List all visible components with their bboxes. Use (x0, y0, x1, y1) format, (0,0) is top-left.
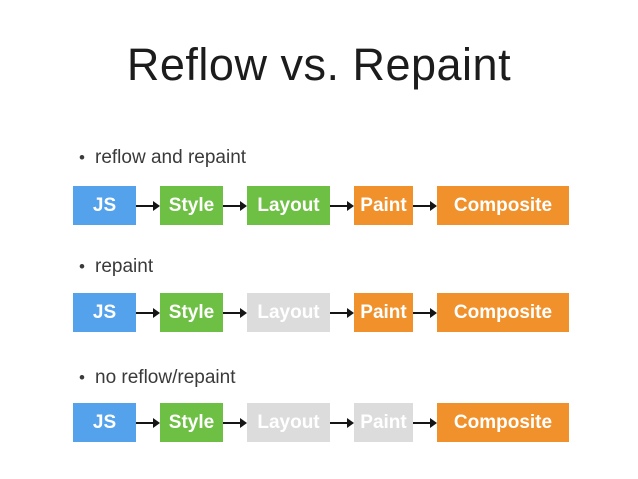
arrow-right-icon (136, 200, 160, 211)
bullet-icon: • (79, 368, 85, 387)
arrow-right-icon (413, 307, 437, 318)
stage-box-paint: Paint (354, 403, 413, 442)
arrow-right-icon (413, 417, 437, 428)
arrow-right-icon (413, 200, 437, 211)
bullet-line: • no reflow/repaint (73, 366, 638, 390)
bullet-label: repaint (95, 256, 154, 277)
slide-title: Reflow vs. Repaint (126, 39, 512, 90)
stage-box-paint: Paint (354, 293, 413, 332)
stage-box-paint: Paint (354, 186, 413, 225)
arrow-right-icon (223, 200, 247, 211)
pipeline-row: JS Style Layout Paint Composite (73, 186, 638, 225)
pipeline-row: JS Style Layout Paint Composite (73, 293, 638, 332)
bullet-line: • repaint (73, 255, 638, 279)
stage-box-style: Style (160, 403, 223, 442)
stage-box-js: JS (73, 403, 136, 442)
bullet-icon: • (79, 257, 85, 276)
bullet-line: • reflow and repaint (73, 146, 638, 170)
stage-box-layout: Layout (247, 293, 330, 332)
arrow-right-icon (223, 417, 247, 428)
arrow-right-icon (330, 307, 354, 318)
stage-box-composite: Composite (437, 293, 569, 332)
stage-box-layout: Layout (247, 403, 330, 442)
bullet-label: reflow and repaint (95, 147, 247, 168)
stage-box-style: Style (160, 293, 223, 332)
pipeline-row: JS Style Layout Paint Composite (73, 403, 638, 442)
arrow-right-icon (136, 417, 160, 428)
stage-box-composite: Composite (437, 186, 569, 225)
stage-box-layout: Layout (247, 186, 330, 225)
arrow-right-icon (330, 200, 354, 211)
arrow-right-icon (330, 417, 354, 428)
stage-box-composite: Composite (437, 403, 569, 442)
stage-box-js: JS (73, 293, 136, 332)
bullet-label: no reflow/repaint (95, 367, 236, 388)
stage-box-style: Style (160, 186, 223, 225)
arrow-right-icon (223, 307, 247, 318)
arrow-right-icon (136, 307, 160, 318)
bullet-icon: • (79, 148, 85, 167)
stage-box-js: JS (73, 186, 136, 225)
